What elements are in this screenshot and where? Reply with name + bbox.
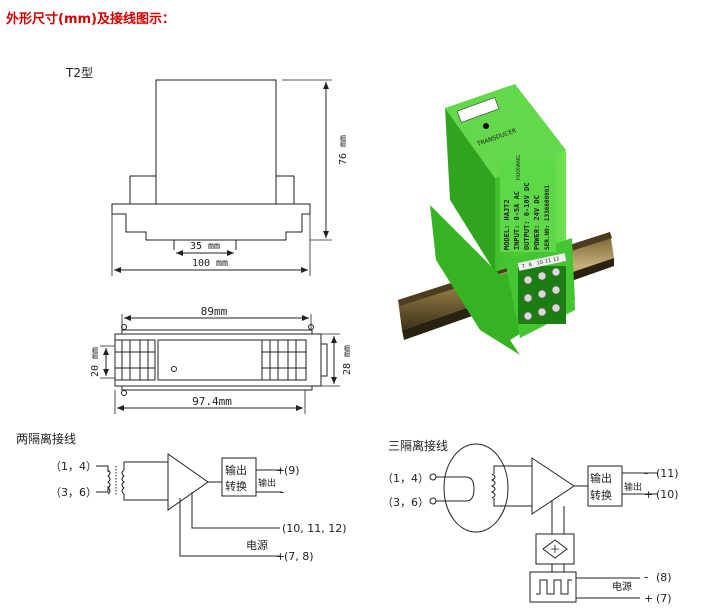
two-output-terminal: (9) <box>284 464 300 477</box>
two-power-plus: + <box>276 550 285 563</box>
three-out-plus-terminal: (10) <box>656 488 679 501</box>
two-power-label: 电源 <box>246 538 268 552</box>
oscillator-block <box>529 571 577 603</box>
three-output-label: 输出 <box>624 481 642 493</box>
module-side-face <box>445 108 495 272</box>
svg-text:OUTPUT: 0-10V DC: OUTPUT: 0-10V DC <box>523 183 531 250</box>
two-isolation-title: 两隔离接线 <box>16 431 76 446</box>
two-ground-terminal: (10, 11, 12) <box>282 522 347 535</box>
two-box-line1: 输出 <box>225 463 247 477</box>
three-out-plus: + <box>644 488 653 501</box>
rail-width-label: 35 mm <box>190 241 220 252</box>
side-note: HUIXIANG <box>516 155 522 180</box>
current-sensor-ring <box>443 443 509 533</box>
power-line <box>179 498 280 557</box>
three-output-box <box>587 465 623 507</box>
right-height-label: 28 mm <box>342 345 353 375</box>
three-isolation-title: 三隔离接线 <box>388 438 448 453</box>
length-label: 89mm <box>201 305 228 318</box>
left-terminal-block <box>114 339 156 381</box>
three-out-minus-terminal: (11) <box>656 467 679 480</box>
svg-text:POWER: 24V DC: POWER: 24V DC <box>533 195 541 250</box>
ground-line <box>191 492 280 529</box>
two-output-minus: - <box>280 485 284 499</box>
three-amplifier <box>531 457 575 515</box>
three-power-plus-terminal: (7) <box>656 592 672 605</box>
top-outline <box>114 333 322 387</box>
output-converter-box <box>221 457 257 497</box>
front-label: MODEL: HAJT2 INPUT: 0-5A AC OUTPUT: 0-10… <box>500 162 556 252</box>
model-label: T2型 <box>65 66 93 80</box>
two-box-line2: 转换 <box>225 479 247 493</box>
right-terminal-block <box>261 339 307 381</box>
three-box-line2: 转换 <box>590 488 612 502</box>
three-power-plus: + <box>644 592 653 605</box>
three-input-negative: （3，6） <box>382 496 429 509</box>
three-power-minus-terminal: (8) <box>656 571 672 584</box>
input-loop <box>436 476 475 502</box>
housing-shoulders <box>129 175 295 204</box>
front-view-drawing: T2型 <box>65 66 332 276</box>
width-label: 100 mm <box>192 258 228 269</box>
base-outline <box>111 203 311 241</box>
total-length-label: 97.4mm <box>192 395 232 408</box>
two-input-positive: （1，4） <box>50 460 97 473</box>
height-label: 76 mm <box>338 135 349 165</box>
two-input-negative: （3，6） <box>50 486 97 499</box>
input-coil-primary <box>107 469 111 495</box>
three-input-positive: （1，4） <box>382 472 429 485</box>
input-coil-secondary <box>121 469 125 495</box>
svg-text:SER.NO: 1336600001: SER.NO: 1336600001 <box>544 185 551 250</box>
three-box-line1: 输出 <box>590 471 612 485</box>
three-power-label: 电源 <box>612 580 632 593</box>
sensor-coil <box>490 473 496 499</box>
two-plus-sign: + <box>276 464 285 477</box>
rail-clip-lines <box>173 240 237 250</box>
three-out-minus: - <box>644 466 648 480</box>
top-view-drawing <box>100 314 340 414</box>
three-isolation-diagram <box>429 443 658 603</box>
svg-text:MODEL: HAJT2: MODEL: HAJT2 <box>503 199 511 250</box>
page-title: 外形尺寸(mm)及接线图示： <box>6 12 175 27</box>
two-power-terminal: (7, 8) <box>284 550 314 563</box>
three-power-minus: - <box>644 570 648 584</box>
svg-text:INPUT: 0-5A AC: INPUT: 0-5A AC <box>513 191 521 250</box>
square-wave-icon <box>536 579 572 595</box>
isolation-amplifier <box>167 453 209 511</box>
housing-outline <box>155 79 277 205</box>
mounting-hole <box>171 366 177 372</box>
two-output-label: 输出 <box>258 477 276 489</box>
two-isolation-diagram <box>96 453 282 557</box>
led-indicator <box>483 123 489 129</box>
left-height-label: 20 mm <box>90 347 101 377</box>
